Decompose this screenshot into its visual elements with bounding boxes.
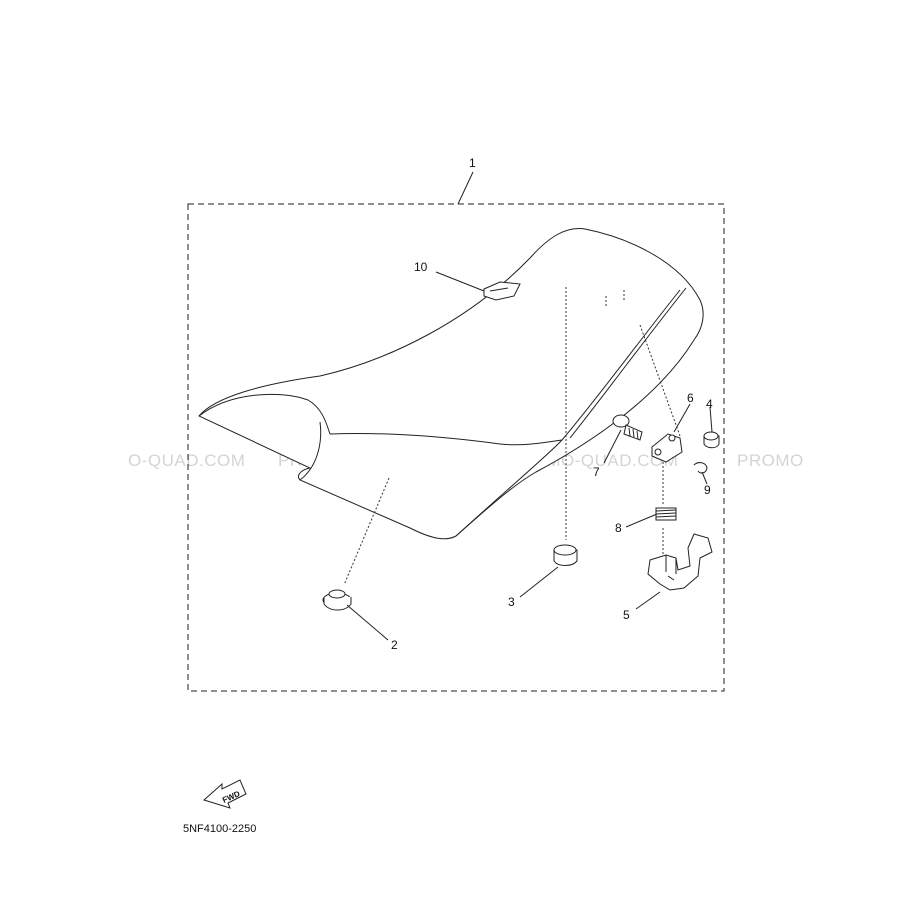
part-9-clip <box>693 462 708 474</box>
assembly-boundary <box>187 203 725 692</box>
watermark-text: O-QUAD.COM <box>128 451 245 470</box>
callout-label: 5 <box>623 608 630 622</box>
part-10-strap <box>483 281 521 301</box>
callout-leaders <box>346 171 713 641</box>
callout-label: 7 <box>593 465 600 479</box>
part-8-spring <box>655 507 677 521</box>
part-7-bolt <box>612 414 643 441</box>
callout-label: 6 <box>687 391 694 405</box>
part-5-lever <box>647 533 713 591</box>
callout-label: 8 <box>615 521 622 535</box>
part-6-plate <box>651 433 683 463</box>
callout-label: 10 <box>414 260 428 274</box>
part-2-cushion <box>322 589 352 611</box>
watermark-text: PROMO <box>737 451 804 470</box>
callout-label: 9 <box>704 483 711 497</box>
callout-label: 1 <box>469 156 476 170</box>
part-3-damper <box>553 544 578 566</box>
fwd-arrow-icon: FWD <box>203 779 247 809</box>
callout-labels: 1 2 3 4 5 6 7 8 9 10 <box>391 156 713 652</box>
callout-label: 3 <box>508 595 515 609</box>
seat-assembly <box>198 228 704 540</box>
callout-label: 2 <box>391 638 398 652</box>
part-4-nut <box>703 431 720 449</box>
diagram-code: 5NF4100-2250 <box>183 823 256 835</box>
callout-label: 4 <box>706 397 713 411</box>
